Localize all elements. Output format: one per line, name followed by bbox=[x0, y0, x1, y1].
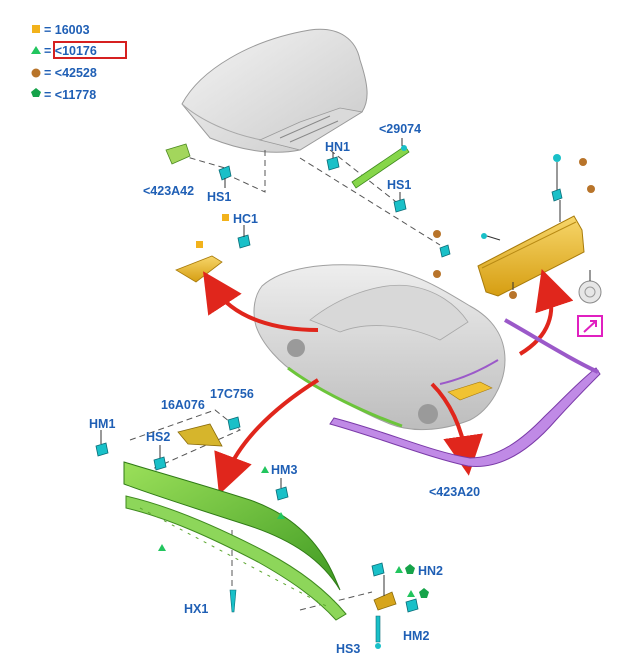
legend-pentagon-icon bbox=[31, 88, 41, 97]
callout-17C756: 17C756 bbox=[210, 387, 254, 401]
callout-hs1-mid: HS1 bbox=[387, 178, 411, 192]
callout-29074: <29074 bbox=[379, 122, 421, 136]
legend-text-42528: = <42528 bbox=[44, 66, 97, 80]
callout-hc1: HC1 bbox=[233, 212, 258, 226]
legend-text-11778: = <11778 bbox=[44, 88, 96, 102]
callout-hm3: HM3 bbox=[271, 463, 297, 477]
callout-423A20: <423A20 bbox=[429, 485, 480, 499]
legend-highlight-box bbox=[53, 41, 127, 59]
bracket-hc1 bbox=[175, 214, 251, 283]
lower-fasteners bbox=[95, 416, 429, 649]
bracket-423A42 bbox=[165, 143, 191, 165]
grommet bbox=[578, 270, 602, 304]
red-arrows bbox=[203, 269, 574, 495]
legend: = 16003 = <10176 = <42528 = <11778 bbox=[31, 23, 127, 102]
rear-spoiler bbox=[433, 154, 595, 299]
bracket-29074 bbox=[351, 138, 410, 189]
callout-hn1: HN1 bbox=[325, 140, 350, 154]
callout-hs1-left: HS1 bbox=[207, 190, 231, 204]
callout-hs2: HS2 bbox=[146, 430, 170, 444]
callout-labels: <423A42 HS1 HN1 <29074 HS1 HC1 HM1 16A07… bbox=[89, 122, 480, 656]
legend-square-icon bbox=[32, 25, 40, 33]
callout-hs3: HS3 bbox=[336, 642, 360, 656]
callout-hm2: HM2 bbox=[403, 629, 429, 643]
callout-423A42: <423A42 bbox=[143, 184, 194, 198]
clip-hn1 bbox=[326, 152, 340, 171]
callout-hx1: HX1 bbox=[184, 602, 208, 616]
clip-hs1-mid bbox=[393, 192, 407, 213]
callout-16A076: 16A076 bbox=[161, 398, 205, 412]
decklid bbox=[181, 28, 368, 153]
callout-hn2: HN2 bbox=[418, 564, 443, 578]
clip-hs1-left bbox=[218, 165, 232, 188]
rear-molding bbox=[329, 318, 601, 468]
legend-circle-icon bbox=[31, 68, 41, 78]
legend-text-16003: = 16003 bbox=[44, 23, 90, 37]
callout-hm1: HM1 bbox=[89, 417, 115, 431]
rocker-molding bbox=[123, 461, 347, 621]
car-body bbox=[253, 264, 506, 431]
legend-text-10176: = <10176 bbox=[44, 44, 97, 58]
link-arrow-icon[interactable] bbox=[577, 315, 603, 337]
legend-triangle-icon bbox=[31, 46, 41, 54]
